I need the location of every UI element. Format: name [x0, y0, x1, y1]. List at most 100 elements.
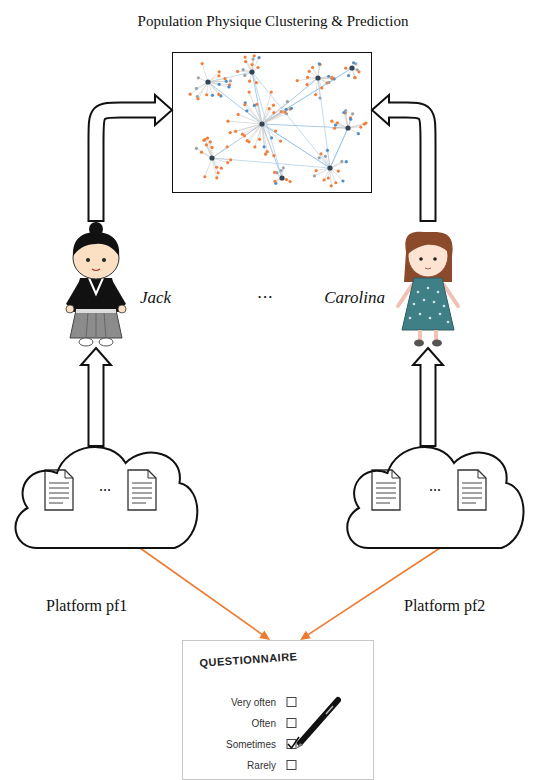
network-dot [342, 111, 345, 114]
arrow-fill [96, 110, 158, 220]
girl-figure-part-part [433, 301, 436, 304]
network-dot [318, 62, 321, 65]
network-dot [330, 120, 333, 123]
girl-figure-part-part [419, 313, 422, 316]
network-dot [334, 124, 337, 127]
network-dot [345, 160, 348, 163]
network-dot [206, 136, 209, 139]
network-link [257, 104, 262, 124]
network-dot [226, 120, 229, 123]
network-dot [305, 83, 308, 86]
network-dot [327, 176, 330, 179]
block-arrow [372, 95, 428, 222]
network-dot [306, 76, 309, 79]
person-figure: Jack [62, 222, 130, 348]
network-dot [341, 179, 344, 182]
network-dot [248, 80, 251, 83]
ellipsis: ... [99, 476, 111, 495]
boy-figure-part [118, 305, 126, 313]
network-dot [236, 70, 239, 73]
network-link [318, 78, 320, 98]
arrow-line [140, 548, 263, 635]
network-link [202, 64, 208, 82]
ellipsis: • • • [258, 292, 272, 302]
network-dot [353, 76, 356, 79]
network-dot [196, 97, 199, 100]
person-name: Carolina [324, 288, 385, 308]
network-link [252, 72, 282, 178]
girl-figure-part-part [423, 299, 426, 302]
network-dot [315, 75, 320, 80]
network-link [327, 150, 330, 168]
network-dot [272, 104, 275, 107]
network-dot [286, 100, 289, 103]
network-dot [349, 65, 354, 70]
network-dot [308, 70, 311, 73]
network-link [249, 124, 262, 142]
network-link [262, 124, 330, 168]
document-icons-part [128, 470, 156, 510]
network-link [314, 168, 330, 176]
girl-figure-part-part [437, 291, 440, 294]
network-dot [323, 178, 326, 181]
network-dot [201, 62, 204, 65]
network-dot [274, 129, 277, 132]
girl-figure-part-part [443, 305, 446, 308]
network-dot [245, 109, 248, 112]
platform-cloud: ...Platform pf1 [8, 438, 204, 558]
network-link [198, 82, 208, 99]
network-dot [241, 133, 244, 136]
network-dot [226, 145, 229, 148]
network-dot [349, 118, 352, 121]
network-dot [327, 165, 332, 170]
network-dot [319, 152, 322, 155]
network-dot [209, 155, 214, 160]
network-dot [248, 90, 251, 93]
block-arrow [96, 95, 172, 222]
questionnaire-marks-part [287, 761, 296, 770]
boy-figure-part [76, 309, 116, 313]
network-link [208, 72, 252, 82]
network-link [262, 68, 352, 124]
network-graph [189, 54, 368, 187]
girl-figure-part [425, 268, 431, 269]
questionnaire-sheet: QUESTIONNAIREVery oftenOftenSometimesRar… [182, 640, 374, 780]
network-dot [200, 151, 203, 154]
boy-figure-part [66, 305, 74, 313]
network-link [262, 108, 291, 124]
network-dot [205, 79, 210, 84]
network-dot [195, 147, 198, 150]
network-dot [270, 90, 273, 93]
person-name: Jack [140, 288, 171, 308]
network-dot [253, 54, 256, 57]
network-dot [279, 169, 282, 172]
questionnaire-marks-part [287, 698, 296, 707]
network-dot [351, 112, 354, 115]
network-dot [229, 158, 232, 161]
network-link [254, 105, 262, 124]
network-dot [197, 76, 200, 79]
network-link [330, 128, 348, 168]
network-dot [259, 121, 264, 126]
network-link [330, 162, 346, 168]
network-dot [318, 96, 321, 99]
network-dot [263, 145, 266, 148]
network-dot [279, 175, 284, 180]
girl-figure-part [409, 287, 450, 324]
flow-arrow [140, 548, 270, 640]
network-link [208, 81, 226, 83]
network-dot [353, 76, 356, 79]
network-dot [270, 136, 273, 139]
network-dot [205, 143, 208, 146]
network-link [262, 109, 286, 124]
network-link [330, 128, 348, 168]
network-dot [215, 176, 218, 179]
cloud-outline [16, 447, 198, 548]
network-link [262, 68, 352, 124]
network-link [212, 158, 330, 168]
questionnaire-marks [287, 698, 338, 770]
network-dot [285, 108, 288, 111]
network-dot [272, 154, 275, 157]
network-dot [340, 160, 343, 163]
network-dot [211, 94, 214, 97]
